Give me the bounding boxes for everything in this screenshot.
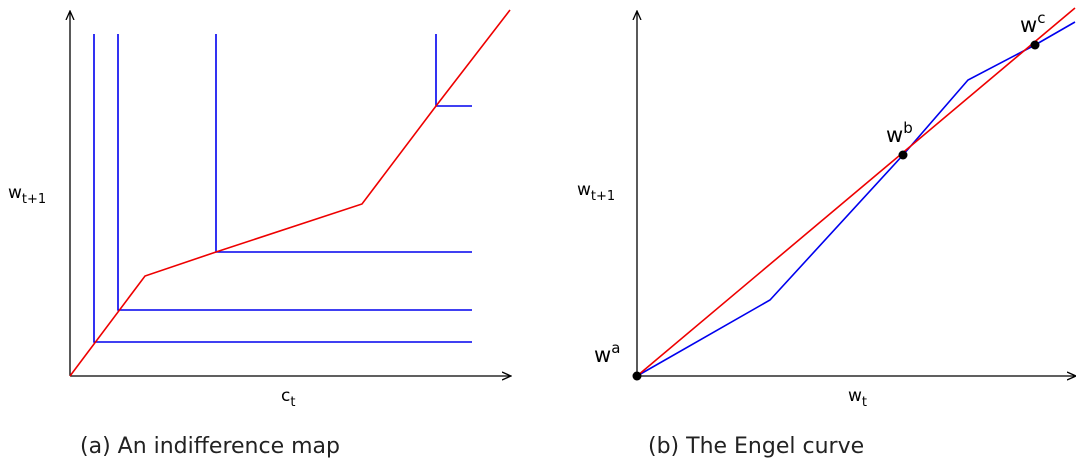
panel-a-caption: (a) An indifference map xyxy=(80,434,340,459)
panel-a-indifference-map: wt+1 ct (a) An indifference map xyxy=(8,9,511,459)
label-w-a: wa xyxy=(594,339,620,367)
panel-b-x-label: wt xyxy=(848,386,867,410)
point-w-a xyxy=(632,371,642,381)
indifference-curve-2 xyxy=(117,34,472,311)
income-expansion-path xyxy=(69,9,511,377)
indifference-curve-4 xyxy=(435,34,472,107)
indifference-curves xyxy=(93,34,472,343)
label-w-c: wc xyxy=(1020,9,1045,37)
linear-reference-line xyxy=(636,7,1076,377)
panel-a-x-label: ct xyxy=(281,386,295,410)
point-w-c xyxy=(1030,40,1040,50)
point-w-b xyxy=(898,150,908,160)
engel-curve xyxy=(636,21,1076,377)
panel-b-y-label: wt+1 xyxy=(577,180,615,204)
indifference-curve-1 xyxy=(93,34,472,343)
panel-a-y-label: wt+1 xyxy=(8,183,46,207)
panel-b-caption: (b) The Engel curve xyxy=(648,434,864,459)
indifference-curve-3 xyxy=(215,34,472,253)
panel-b-engel-curve: wa wb wc wt+1 wt (b) The Engel curve xyxy=(577,7,1076,459)
label-w-b: wb xyxy=(886,119,913,147)
